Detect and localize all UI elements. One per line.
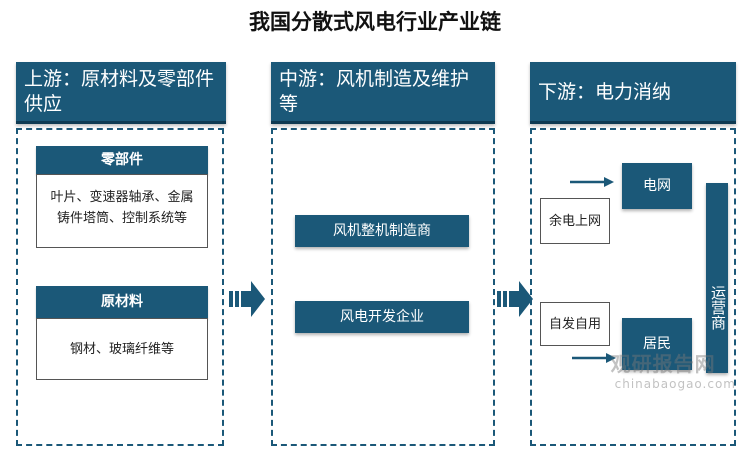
midstream-panel — [271, 128, 495, 446]
midstream-header-label: 中游：风机制造及维护等 — [279, 68, 470, 115]
grid-block: 电网 — [622, 163, 692, 209]
upstream-header-label: 上游：原材料及零部件供应 — [24, 68, 215, 115]
self-use-box: 自发自用 — [540, 302, 610, 346]
watermark: 观研报告网 chinabaogao.com — [611, 348, 736, 391]
arrow-right-icon — [572, 353, 616, 363]
page-title: 我国分散式风电行业产业链 — [249, 9, 501, 34]
downstream-panel — [530, 128, 736, 446]
watermark-cn: 观研报告网 — [610, 352, 716, 376]
downstream-header: 下游：电力消纳 — [530, 62, 736, 124]
upstream-header: 上游：原材料及零部件供应 — [16, 62, 226, 124]
watermark-en: chinabaogao.com — [614, 377, 736, 391]
flow-arrow-icon — [229, 281, 265, 317]
operator-label: 运营商 — [709, 284, 727, 330]
midstream-header: 中游：风机制造及维护等 — [271, 62, 495, 124]
arrow-right-icon — [570, 177, 614, 187]
midstream-item-manufacturer: 风机整机制造商 — [295, 215, 469, 247]
downstream-header-label: 下游：电力消纳 — [538, 81, 672, 103]
upstream-panel — [16, 128, 224, 446]
residents-block: 居民 — [622, 318, 692, 370]
parts-card-title: 零部件 — [36, 146, 208, 174]
parts-card-body: 叶片、变速器轴承、金属铸件塔筒、控制系统等 — [36, 174, 208, 248]
surplus-box: 余电上网 — [540, 198, 610, 244]
materials-card-text: 钢材、玻璃纤维等 — [69, 342, 174, 357]
materials-card-title: 原材料 — [36, 286, 208, 318]
operator-block: 运营商 — [706, 183, 728, 373]
materials-card-body: 钢材、玻璃纤维等 — [36, 318, 208, 380]
parts-card-text: 叶片、变速器轴承、金属铸件塔筒、控制系统等 — [50, 190, 194, 226]
midstream-item-developer: 风电开发企业 — [295, 301, 469, 333]
flow-arrow-icon — [497, 281, 533, 317]
